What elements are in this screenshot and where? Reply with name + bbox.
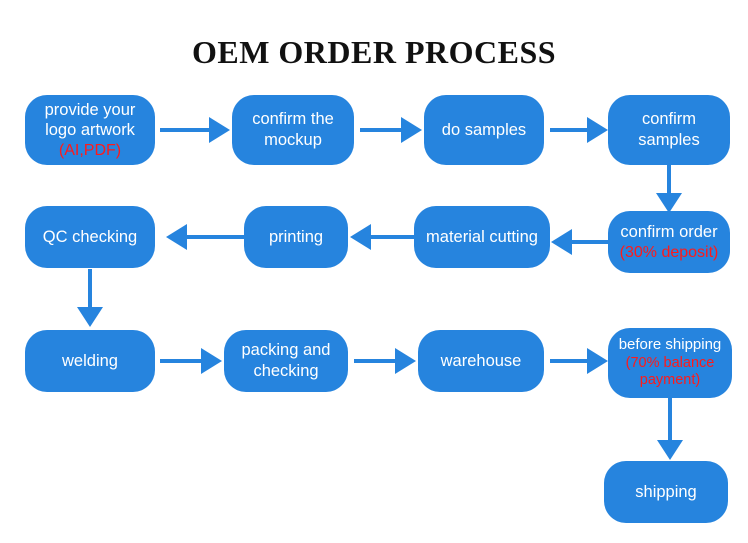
edge-confirm-samples-to-confirm-order	[643, 165, 695, 213]
node-printing[interactable]: printing	[244, 206, 348, 268]
arrow-stem	[667, 165, 671, 194]
edge-printing-to-qc-checking	[166, 223, 244, 251]
arrow-stem	[370, 235, 414, 239]
node-label: confirm order	[620, 223, 718, 242]
arrow-head-right-icon	[201, 348, 222, 374]
arrow-head-right-icon	[401, 117, 422, 143]
arrow-head-left-icon	[350, 224, 371, 250]
arrow-stem	[571, 240, 609, 244]
arrow-stem	[160, 359, 202, 363]
node-label: welding	[62, 351, 118, 370]
arrow-stem	[88, 269, 92, 308]
arrow-head-right-icon	[587, 348, 608, 374]
arrow-stem	[550, 359, 588, 363]
arrow-head-down-icon	[656, 193, 682, 213]
node-note: (AI,PDF)	[58, 142, 122, 160]
node-label: printing	[268, 227, 324, 246]
node-warehouse[interactable]: warehouse	[418, 330, 544, 392]
arrow-head-right-icon	[209, 117, 230, 143]
node-provide-logo-artwork[interactable]: provide your logo artwork (AI,PDF)	[25, 95, 155, 165]
edge-material-cutting-to-printing	[350, 223, 414, 251]
node-qc-checking[interactable]: QC checking	[25, 206, 155, 268]
node-label: material cutting	[426, 227, 538, 246]
node-label: before shipping	[618, 336, 722, 354]
arrow-stem	[360, 128, 402, 132]
page-title: OEM ORDER PROCESS	[191, 34, 557, 70]
edge-qc-checking-to-welding	[64, 269, 116, 327]
arrow-stem	[354, 359, 396, 363]
node-label: QC checking	[42, 227, 138, 246]
edge-welding-to-packing-and-checking	[160, 347, 222, 375]
arrow-head-right-icon	[587, 117, 608, 143]
edge-before-shipping-to-shipping	[644, 398, 696, 460]
edge-confirm-order-to-material-cutting	[551, 228, 609, 256]
node-packing-and-checking[interactable]: packing and checking	[224, 330, 348, 392]
node-do-samples[interactable]: do samples	[424, 95, 544, 165]
edge-provide-logo-artwork-to-confirm-the-mockup	[160, 116, 230, 144]
node-material-cutting[interactable]: material cutting	[414, 206, 550, 268]
arrow-stem	[186, 235, 244, 239]
node-label: shipping	[635, 482, 697, 501]
arrow-head-down-icon	[77, 307, 103, 327]
node-label: provide your logo artwork	[44, 100, 136, 140]
arrow-head-left-icon	[551, 229, 572, 255]
edge-confirm-the-mockup-to-do-samples	[360, 116, 422, 144]
arrow-head-right-icon	[395, 348, 416, 374]
node-before-shipping[interactable]: before shipping (70% balance payment)	[608, 328, 732, 398]
edge-packing-and-checking-to-warehouse	[354, 347, 416, 375]
edge-warehouse-to-before-shipping	[550, 347, 608, 375]
node-confirm-samples[interactable]: confirm samples	[608, 95, 730, 165]
arrow-stem	[550, 128, 588, 132]
node-note: (30% deposit)	[619, 243, 719, 261]
node-label: confirm samples	[638, 110, 700, 149]
node-label: packing and checking	[241, 341, 331, 380]
node-confirm-the-mockup[interactable]: confirm the mockup	[232, 95, 354, 165]
node-label: warehouse	[440, 351, 522, 370]
edge-do-samples-to-confirm-samples	[550, 116, 608, 144]
node-note: (70% balance payment)	[625, 354, 715, 389]
node-label: confirm the mockup	[252, 110, 334, 149]
node-welding[interactable]: welding	[25, 330, 155, 392]
arrow-head-down-icon	[657, 440, 683, 460]
node-shipping[interactable]: shipping	[604, 461, 728, 523]
arrow-stem	[668, 398, 672, 441]
node-label: do samples	[441, 120, 527, 139]
arrow-head-left-icon	[166, 224, 187, 250]
node-confirm-order[interactable]: confirm order (30% deposit)	[608, 211, 730, 273]
arrow-stem	[160, 128, 210, 132]
